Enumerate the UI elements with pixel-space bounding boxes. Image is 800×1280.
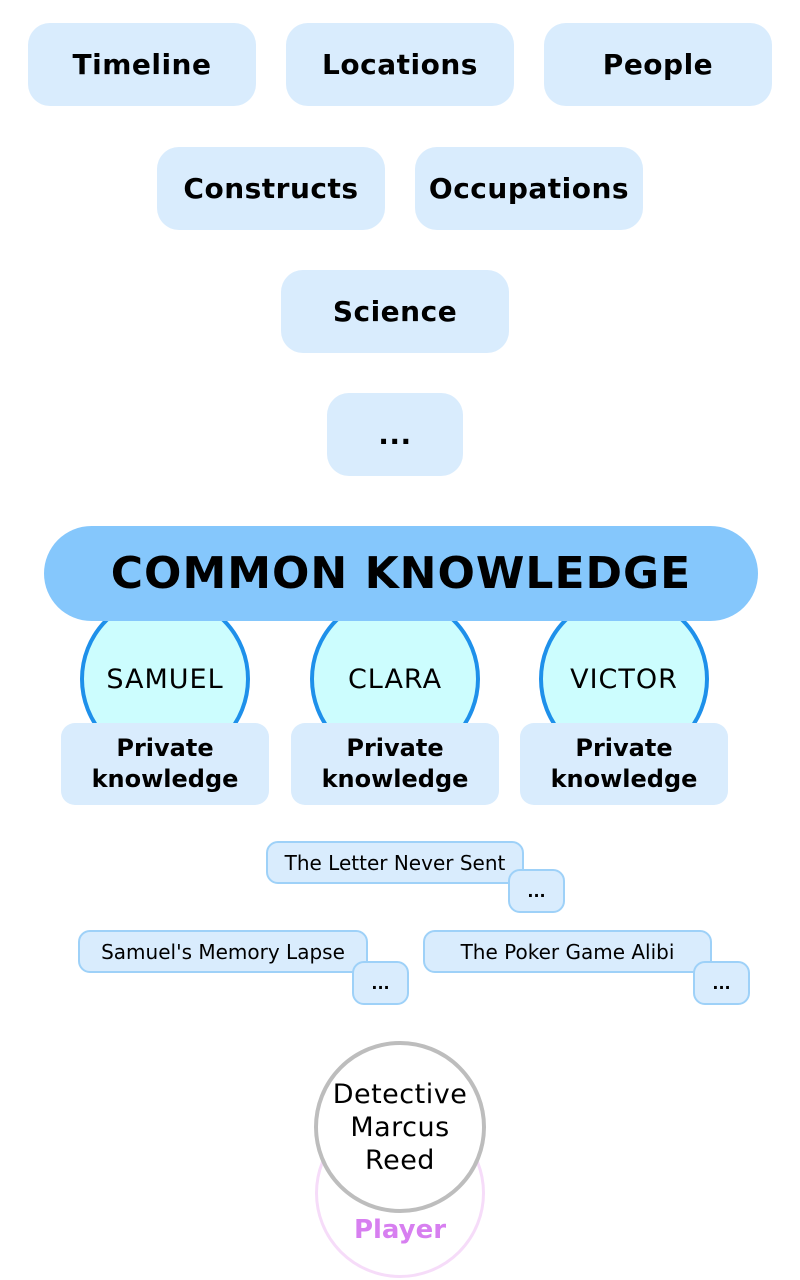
private-knowledge-label: Private knowledge: [321, 734, 469, 793]
player-detective: Detective Marcus Reed: [314, 1041, 486, 1213]
secret-more-letter: ...: [508, 869, 565, 913]
player-label: Player: [353, 1215, 447, 1245]
secret-more-poker: ...: [693, 961, 750, 1005]
category-more: ...: [327, 393, 463, 476]
secret-letter-never-sent: The Letter Never Sent: [266, 841, 524, 884]
private-knowledge-label: Private knowledge: [91, 734, 239, 793]
category-science: Science: [281, 270, 509, 353]
category-people: People: [544, 23, 772, 106]
character-name: CLARA: [347, 663, 443, 695]
secret-more-memory: ...: [352, 961, 409, 1005]
common-knowledge-banner: COMMON KNOWLEDGE: [44, 526, 758, 621]
player-name: Detective Marcus Reed: [332, 1078, 468, 1176]
character-name: VICTOR: [570, 663, 678, 695]
private-knowledge-clara: Private knowledge: [291, 723, 499, 805]
category-locations: Locations: [286, 23, 514, 106]
secret-poker-game-alibi: The Poker Game Alibi: [423, 930, 712, 973]
character-name: SAMUEL: [106, 663, 224, 695]
private-knowledge-samuel: Private knowledge: [61, 723, 269, 805]
private-knowledge-label: Private knowledge: [550, 734, 698, 793]
category-timeline: Timeline: [28, 23, 256, 106]
secret-memory-lapse: Samuel's Memory Lapse: [78, 930, 368, 973]
category-occupations: Occupations: [415, 147, 643, 230]
category-constructs: Constructs: [157, 147, 385, 230]
private-knowledge-victor: Private knowledge: [520, 723, 728, 805]
